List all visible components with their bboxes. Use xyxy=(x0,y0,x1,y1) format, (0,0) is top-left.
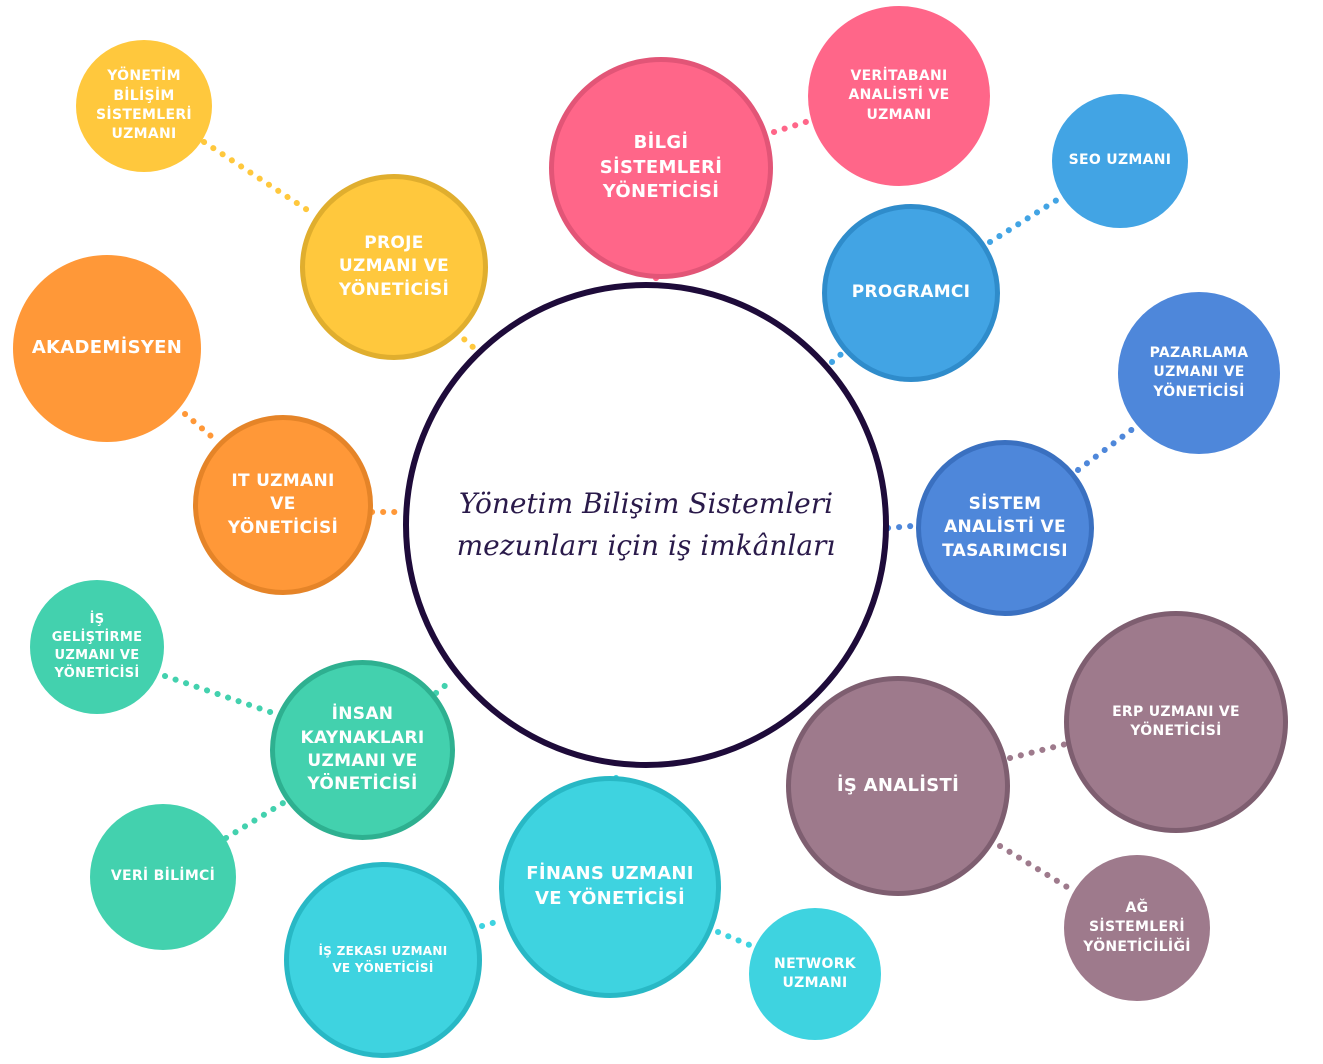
node-seo-uzmani-label: SEO UZMANI xyxy=(1068,152,1172,169)
node-sistem-analisti-label: SİSTEM ANALİSTİ VE TASARIMCISI xyxy=(942,493,1068,561)
connector-bilgi-veritabani xyxy=(771,117,815,135)
node-is-zekasi-label: İŞ ZEKASI UZMANI VE YÖNETİCİSİ xyxy=(318,944,448,975)
node-is-zekasi: İŞ ZEKASI UZMANI VE YÖNETİCİSİ xyxy=(284,862,482,1058)
node-finans-uzmani: FİNANS UZMANI VE YÖNETİCİSİ xyxy=(499,776,721,998)
node-veritabani-analisti-label: VERİTABANI ANALİSTİ VE UZMANI xyxy=(848,68,950,123)
connector-is-zekasi-finans xyxy=(479,917,506,929)
node-sistem-analisti: SİSTEM ANALİSTİ VE TASARIMCISI xyxy=(916,440,1094,616)
node-finans-uzmani-label: FİNANS UZMANI VE YÖNETİCİSİ xyxy=(526,863,694,909)
node-veri-bilimci-label: VERİ BİLİMCİ xyxy=(110,868,216,885)
node-it-uzmani-label: IT UZMANI VE YÖNETİCİSİ xyxy=(227,470,339,538)
connector-veri-insan xyxy=(223,797,291,841)
connector-finans-network xyxy=(715,929,755,949)
node-veritabani-analisti: VERİTABANI ANALİSTİ VE UZMANI xyxy=(808,6,990,186)
node-bilgi-sistemleri: BİLGİ SİSTEMLERİ YÖNETİCİSİ xyxy=(549,57,773,279)
node-akademisyen: AKADEMİSYEN xyxy=(13,255,201,442)
node-ag-sistemleri-label: AĞ SİSTEMLERİ YÖNETİCİLİĞİ xyxy=(1083,900,1191,955)
node-erp-uzmani-label: ERP UZMANI VE YÖNETİCİSİ xyxy=(1112,703,1240,739)
node-ag-sistemleri: AĞ SİSTEMLERİ YÖNETİCİLİĞİ xyxy=(1064,855,1210,1001)
node-proje-uzmani-label: PROJE UZMANI VE YÖNETİCİSİ xyxy=(338,232,450,300)
connector-insan-center xyxy=(433,677,455,696)
node-pazarlama-uzmani: PAZARLAMA UZMANI VE YÖNETİCİSİ xyxy=(1118,292,1280,454)
connector-is-gelistirme-insan xyxy=(162,673,279,717)
node-seo-uzmani: SEO UZMANI xyxy=(1052,94,1188,228)
connector-is-analisti-ag xyxy=(997,843,1075,893)
node-bilgi-sistemleri-label: BİLGİ SİSTEMLERİ YÖNETİCİSİ xyxy=(599,131,723,203)
node-is-analisti-label: İŞ ANALİSTİ xyxy=(836,774,960,796)
node-programci: PROGRAMCI xyxy=(822,204,1000,382)
node-yonetim-bilisim-uzmani-label: YÖNETİM BİLİŞİM SİSTEMLERİ UZMANI xyxy=(96,68,192,143)
node-proje-uzmani: PROJE UZMANI VE YÖNETİCİSİ xyxy=(300,174,488,360)
connector-programci-center xyxy=(829,347,849,365)
connector-yonetim-bilisim-proje xyxy=(201,139,318,218)
connector-is-analisti-erp xyxy=(1007,740,1073,761)
center-topic-title: Yönetim Bilişim Sistemleri mezunları içi… xyxy=(456,487,836,562)
node-insan-kaynaklari-label: İNSAN KAYNAKLARI UZMANI VE YÖNETİCİSİ xyxy=(300,704,425,795)
node-is-analisti: İŞ ANALİSTİ xyxy=(786,676,1010,896)
node-programci-label: PROGRAMCI xyxy=(851,282,971,303)
connector-seo-programci xyxy=(987,195,1063,245)
node-yonetim-bilisim-uzmani: YÖNETİM BİLİŞİM SİSTEMLERİ UZMANI xyxy=(76,40,212,172)
node-is-gelistirme: İŞ GELİŞTİRME UZMANI VE YÖNETİCİSİ xyxy=(30,580,164,714)
node-pazarlama-uzmani-label: PAZARLAMA UZMANI VE YÖNETİCİSİ xyxy=(1149,345,1249,400)
connector-akademisyen-it xyxy=(182,411,221,445)
connector-proje-center xyxy=(453,329,477,351)
node-veri-bilimci: VERİ BİLİMCİ xyxy=(90,804,236,950)
center-topic-circle: Yönetim Bilişim Sistemleri mezunları içi… xyxy=(403,282,889,768)
node-network-uzmani-label: NETWORK UZMANI xyxy=(774,955,856,991)
node-is-gelistirme-label: İŞ GELİŞTİRME UZMANI VE YÖNETİCİSİ xyxy=(51,612,143,681)
node-erp-uzmani: ERP UZMANI VE YÖNETİCİSİ xyxy=(1064,611,1288,833)
connector-pazarlama-sistem xyxy=(1075,425,1137,473)
node-it-uzmani: IT UZMANI VE YÖNETİCİSİ xyxy=(193,415,373,595)
node-insan-kaynaklari: İNSAN KAYNAKLARI UZMANI VE YÖNETİCİSİ xyxy=(270,660,455,840)
connector-sistem-center xyxy=(885,523,915,531)
node-network-uzmani: NETWORK UZMANI xyxy=(749,908,881,1040)
node-akademisyen-label: AKADEMİSYEN xyxy=(31,337,183,359)
